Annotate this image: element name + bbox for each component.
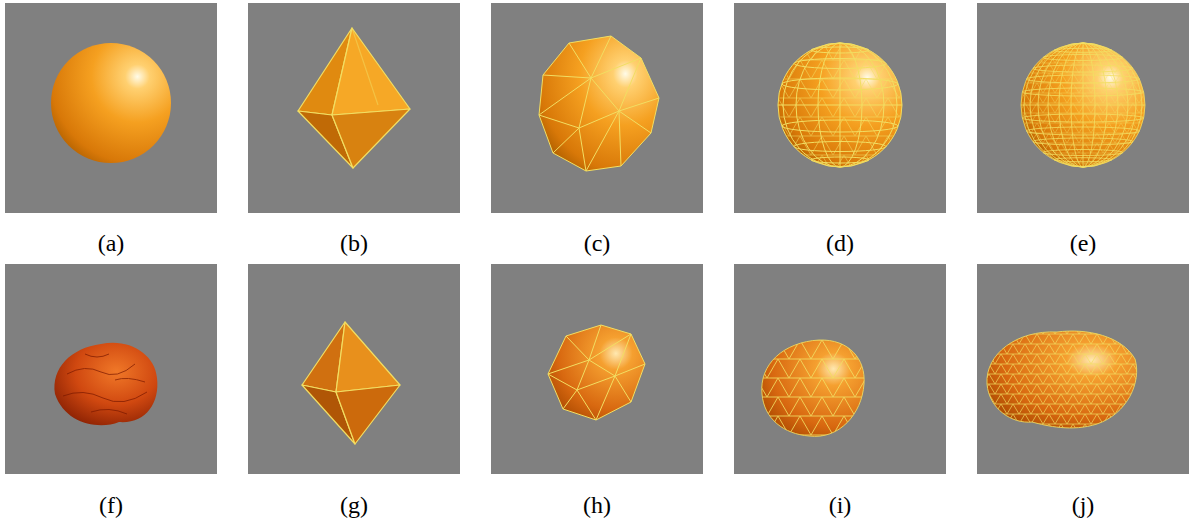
subdivided-panel [734,3,946,213]
sphere-mesh [778,43,902,167]
panel-label: (g) [338,491,370,519]
polyhedron [548,325,645,420]
panel-ground [491,3,703,213]
panel-label: (i) [827,491,854,519]
panel-ground [248,264,460,474]
polyhedron [539,36,659,171]
mesh-edges [1021,43,1145,167]
panel-ground [734,3,946,213]
panel-ground [734,264,946,474]
fitted-octahedron-panel [248,264,460,474]
panel-label: (j) [1070,491,1097,519]
mesh-edges [762,340,864,436]
voxel-texture [63,354,147,414]
fitted-mesh-panel [491,264,703,474]
panel-label: (h) [581,491,613,519]
panel-ground [977,3,1189,213]
panel-label: (a) [96,229,127,257]
fitted-surface [987,331,1137,428]
panel-ground [977,264,1189,474]
fitted-mesh-panel [977,264,1189,474]
mesh-edges [548,325,645,420]
panel-label: (d) [824,229,856,257]
panel-label: (e) [1068,229,1099,257]
mesh-edges [539,36,659,171]
panel-label: (b) [338,229,370,257]
fitted-surface [762,340,864,436]
mesh-edges [778,43,902,167]
octahedron [298,28,410,168]
panel-ground [248,3,460,213]
voxel-panel [5,264,217,474]
subdivided-panel [491,3,703,213]
panel-label: (c) [582,229,613,257]
panel-label: (f) [97,491,125,519]
sphere [51,43,171,163]
panel-ground [491,264,703,474]
subdivided-panel [977,3,1189,213]
mesh-edges [987,331,1137,428]
octahedron [302,322,400,444]
sphere-panel [5,3,217,213]
sphere-mesh [1021,43,1145,167]
mesh-edges [1022,44,1144,166]
voxel-object [54,343,157,425]
panel-ground [5,264,217,474]
mesh-edges [779,44,901,166]
panel-ground [5,3,217,213]
fitted-mesh-panel [734,264,946,474]
octahedron-panel [248,3,460,213]
